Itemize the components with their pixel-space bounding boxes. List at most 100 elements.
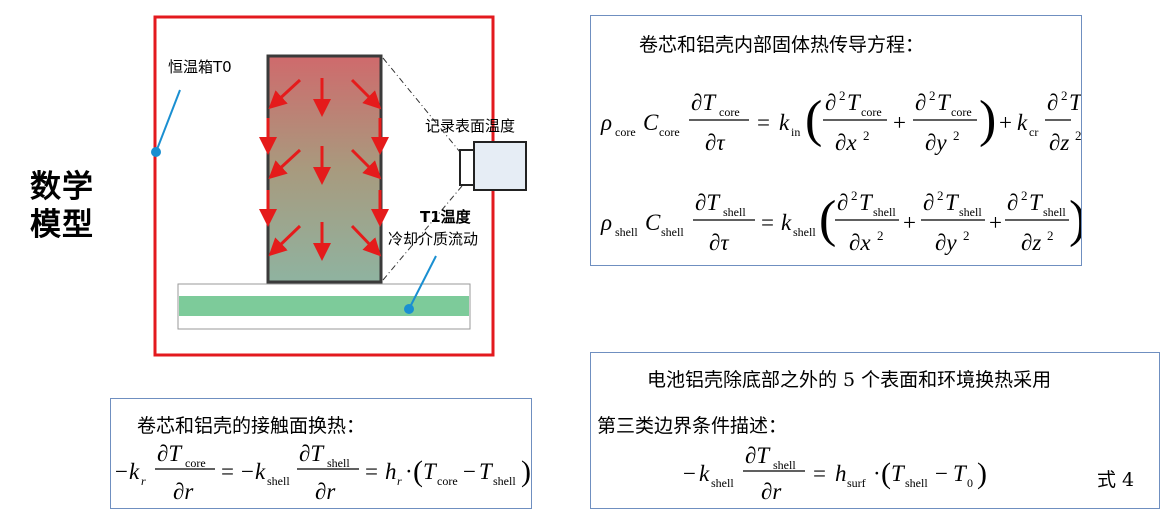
svg-text:shell: shell [905, 476, 928, 490]
svg-text:(: ( [413, 455, 423, 488]
svg-text:∂T: ∂T [157, 441, 183, 466]
heat-arrow [268, 148, 302, 180]
svg-text:2: 2 [839, 88, 846, 103]
svg-text:∂T: ∂T [299, 441, 325, 466]
svg-text:k: k [129, 459, 140, 484]
thermal-model-diagram [151, 15, 527, 357]
svg-text:∂r: ∂r [315, 479, 336, 504]
svg-text:∂τ: ∂τ [709, 230, 729, 255]
svg-text:=: = [365, 459, 378, 484]
svg-text:shell: shell [773, 458, 796, 472]
svg-text:shell: shell [793, 225, 816, 239]
svg-text:2: 2 [929, 88, 936, 103]
boundary-title-line-2: 第三类边界条件描述： [597, 415, 788, 437]
svg-text:ρ: ρ [600, 110, 612, 135]
svg-text:): ) [979, 91, 996, 148]
svg-text:∂: ∂ [837, 190, 848, 215]
svg-text:∂τ: ∂τ [705, 130, 725, 155]
svg-text:∂: ∂ [1007, 190, 1018, 215]
svg-text:T: T [1069, 90, 1081, 115]
svg-text:=: = [221, 459, 234, 484]
svg-text:T: T [847, 90, 862, 115]
svg-text:T: T [479, 459, 494, 484]
svg-text:2: 2 [953, 128, 960, 143]
svg-text:k: k [1017, 110, 1028, 135]
svg-text:T: T [859, 190, 874, 215]
svg-text:2: 2 [877, 228, 884, 243]
svg-text:shell: shell [959, 205, 982, 219]
svg-text:shell: shell [267, 474, 290, 488]
svg-text:T: T [891, 461, 906, 486]
heat-flow-arrows [259, 78, 389, 261]
thermostat-label: 恒温箱T0 [168, 58, 232, 76]
svg-text:(: ( [881, 457, 891, 490]
svg-text:0: 0 [967, 476, 973, 490]
svg-text:core: core [719, 105, 740, 119]
svg-text:2: 2 [963, 228, 970, 243]
svg-text:k: k [779, 110, 790, 135]
svg-text:): ) [521, 455, 531, 488]
svg-text:2: 2 [1021, 188, 1028, 203]
svg-text:shell: shell [1043, 205, 1066, 219]
svg-text:core: core [951, 105, 972, 119]
svg-text:k: k [781, 210, 792, 235]
svg-text:∂: ∂ [923, 190, 934, 215]
svg-text:=: = [761, 210, 774, 235]
svg-text:−: − [463, 459, 476, 484]
svg-text:2: 2 [851, 188, 858, 203]
coolant-channel [179, 296, 469, 316]
svg-text:+: + [989, 210, 1002, 235]
svg-text:−: − [241, 459, 254, 484]
svg-text:∂r: ∂r [761, 479, 782, 504]
svg-text:): ) [1069, 191, 1081, 248]
svg-text:h: h [385, 459, 397, 484]
svg-text:k: k [699, 461, 710, 486]
svg-text:shell: shell [711, 476, 734, 490]
svg-text:shell: shell [661, 225, 684, 239]
camera-view-line [382, 185, 463, 281]
heat-arrow [350, 78, 382, 110]
heat-arrow [268, 224, 302, 257]
svg-text:2: 2 [1075, 128, 1081, 143]
battery-cell [266, 54, 383, 284]
heat-arrow [268, 78, 302, 110]
svg-text:T: T [423, 459, 438, 484]
svg-text:r: r [397, 474, 402, 488]
svg-text:core: core [659, 125, 680, 139]
svg-text:∂x: ∂x [835, 130, 857, 155]
svg-text:2: 2 [863, 128, 870, 143]
svg-text:−: − [683, 461, 696, 486]
svg-text:∂r: ∂r [173, 479, 194, 504]
svg-text:T: T [953, 461, 968, 486]
svg-text:=: = [813, 461, 826, 486]
svg-text:·: · [405, 459, 413, 484]
svg-text:shell: shell [615, 225, 638, 239]
svg-text:r: r [141, 474, 146, 488]
coolant-temp-label: T1温度 [420, 208, 471, 226]
svg-text:in: in [791, 125, 800, 139]
svg-text:shell: shell [873, 205, 896, 219]
svg-text:+: + [999, 110, 1012, 135]
coolant-flow-label: 冷却介质流动 [388, 230, 479, 248]
svg-text:T: T [937, 90, 952, 115]
svg-text:shell: shell [723, 205, 746, 219]
camera-view-line [382, 57, 461, 153]
label-pointers [151, 89, 437, 314]
svg-text:∂: ∂ [825, 90, 836, 115]
side-title: 数学 模型 [12, 168, 112, 244]
svg-text:surf: surf [847, 476, 866, 490]
svg-text:2: 2 [937, 188, 944, 203]
svg-text:−: − [935, 461, 948, 486]
boundary-title-line-1: 电池铝壳除底部之外的 5 个表面和环境换热采用 [647, 369, 1052, 391]
equation-tag: 式 4 [1097, 469, 1135, 491]
svg-text:cr: cr [1029, 125, 1038, 139]
svg-text:C: C [643, 110, 659, 135]
svg-text:(: ( [819, 191, 836, 248]
svg-text:∂T: ∂T [695, 190, 721, 215]
